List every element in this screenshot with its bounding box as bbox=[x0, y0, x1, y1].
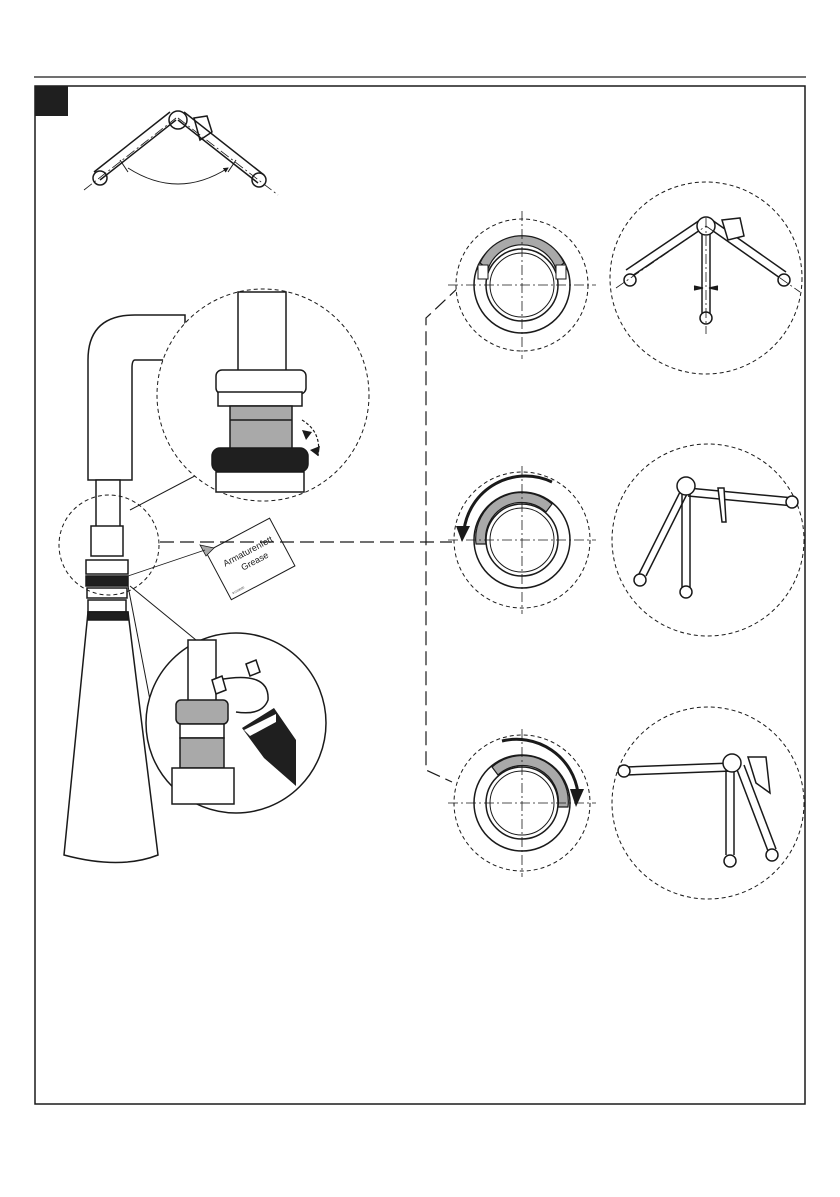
black-square-step-marker-icon bbox=[35, 86, 68, 116]
swivel-view-right bbox=[612, 707, 804, 899]
ring-detail-bottom bbox=[448, 729, 596, 877]
ring-detail-middle bbox=[448, 466, 596, 614]
grease-card: Armaturenfett Grease 91162000 bbox=[206, 518, 295, 599]
swivel-view-symmetric bbox=[610, 182, 802, 374]
swivel-view-left bbox=[612, 444, 804, 636]
ring-detail-top bbox=[448, 211, 596, 359]
magnified-clip-detail bbox=[146, 633, 326, 813]
swivel-range-overview bbox=[84, 111, 278, 195]
magnified-rotation-detail bbox=[157, 289, 369, 501]
